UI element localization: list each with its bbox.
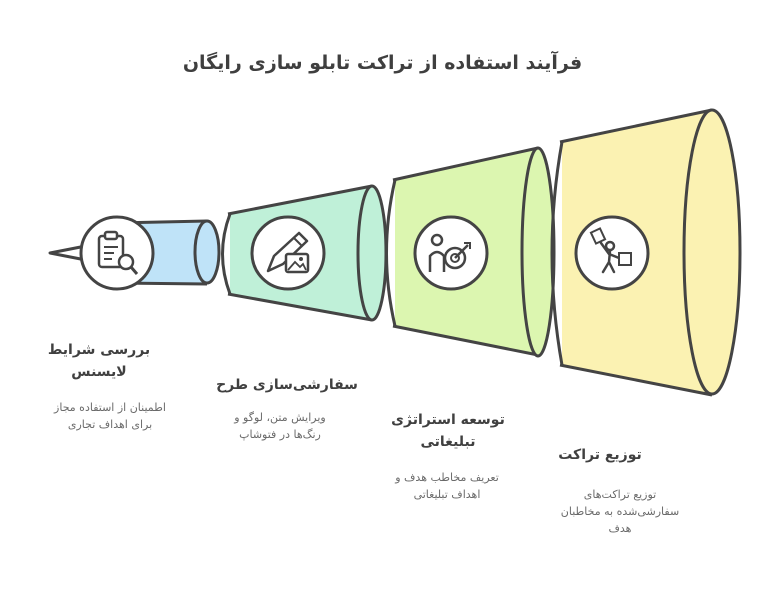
person-flyer-icon (574, 215, 650, 291)
person-target-icon (413, 215, 489, 291)
stage-3-title: توسعه استراتژی تبلیغاتی (391, 412, 505, 450)
stage-3-description: تعریف مخاطب هدف و اهداف تبلیغاتی (395, 471, 499, 501)
diagram-title: فرآیند استفاده از تراکت تابلو سازی رایگا… (182, 52, 583, 74)
clipboard-search-icon (79, 215, 155, 291)
stage-4-title: توزیع تراکت (558, 447, 642, 463)
stage-1-title: بررسی شرایط لایسنس (47, 342, 151, 380)
pencil-image-icon (250, 215, 326, 291)
stage-4-description: توزیع تراکت‌های سفارشی‌شده به مخاطبان هد… (560, 488, 680, 535)
stage-2-description: ویرایش متن، لوگو و رنگ‌ها در فتوشاپ (234, 411, 326, 441)
stage-1-description: اطمینان از استفاده مجاز برای اهداف تجاری (54, 401, 166, 431)
stage-2-title: سفارشی‌سازی طرح (216, 377, 358, 393)
